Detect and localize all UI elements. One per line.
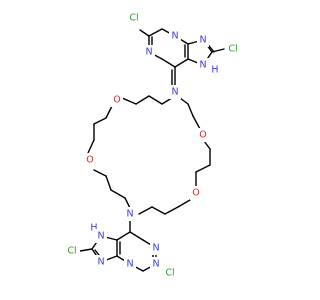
nh-hydrogen: H [89, 222, 99, 234]
n-label: N [145, 47, 152, 58]
o-label: O [86, 155, 93, 166]
bond [116, 231, 131, 241]
nitrogen-atom: N [124, 207, 136, 221]
bond [135, 95, 150, 105]
bond [151, 206, 166, 215]
bond [174, 58, 189, 68]
cl-label: Cl [165, 268, 174, 279]
bond [187, 103, 194, 117]
bond [195, 164, 211, 173]
bond [105, 175, 112, 191]
oxygen-atom: O [197, 128, 209, 142]
o-label: O [113, 95, 120, 106]
bond [161, 58, 176, 68]
nitrogen-atom: N [197, 33, 209, 47]
bond [179, 97, 189, 105]
chlorine-atom: Cl [64, 244, 80, 258]
nitrogen-atom: N [169, 85, 181, 99]
nitrogen-atom: N [95, 229, 107, 243]
bond [93, 169, 107, 177]
bond [138, 206, 153, 215]
bond [121, 97, 137, 105]
n-label: N [171, 87, 178, 98]
oxygen-atom: O [111, 93, 123, 107]
bond [211, 48, 225, 53]
nitrogen-atom: N [143, 45, 155, 59]
chlorine-atom: Cl [126, 11, 142, 25]
bond [177, 199, 191, 208]
bond [93, 117, 107, 125]
nitrogen-atom: N [197, 58, 209, 72]
bond [79, 248, 93, 252]
h-label: H [211, 65, 218, 76]
bond [124, 197, 131, 209]
chlorine-atom: Cl [225, 42, 241, 56]
h-label: H [90, 223, 97, 234]
n-label: N [152, 243, 159, 254]
atom-labels: Cl N N N N H Cl N [64, 11, 241, 280]
n-label: N [126, 259, 133, 270]
cl-label: Cl [67, 246, 76, 257]
n-label: N [199, 60, 206, 71]
bond [139, 29, 150, 37]
n-label: N [199, 35, 206, 46]
bond [148, 28, 163, 37]
cl-label: Cl [129, 13, 138, 24]
bond [87, 139, 95, 154]
oxygen-atom: O [190, 186, 202, 200]
nitrogen-atom: N [95, 255, 107, 269]
bond [148, 95, 163, 105]
cl-label: Cl [228, 44, 237, 55]
n-label: N [126, 209, 133, 220]
nitrogen-atom: N [169, 29, 181, 43]
nh-hydrogen: H [210, 64, 220, 76]
chlorine-atom: Cl [162, 266, 178, 280]
o-label: O [199, 130, 206, 141]
n-label: N [97, 257, 104, 268]
n-label: N [171, 31, 178, 42]
nitrogen-atom: N [150, 241, 162, 255]
bond [203, 140, 211, 150]
nitrogen-atom: N [150, 257, 162, 271]
bond [164, 206, 179, 215]
n-label: N [97, 231, 104, 242]
n-label: N [152, 259, 159, 270]
oxygen-atom: O [84, 153, 96, 167]
o-label: O [192, 188, 199, 199]
bond [192, 115, 201, 130]
bond [129, 231, 144, 241]
nitrogen-atom: N [124, 257, 136, 271]
molecule-structure-diagram: Cl N N N N H Cl N [64, 11, 241, 280]
bond [110, 189, 126, 199]
